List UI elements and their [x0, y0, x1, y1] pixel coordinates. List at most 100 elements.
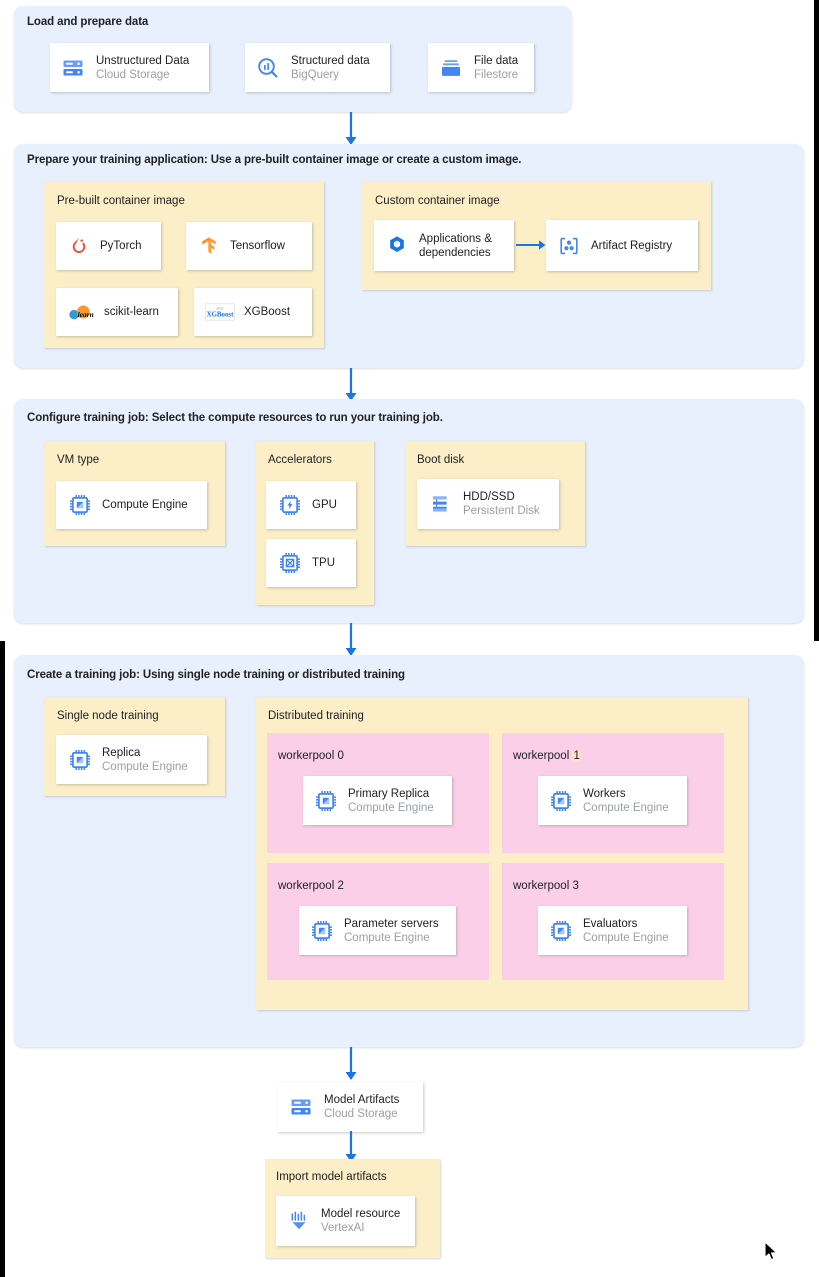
- flow-arrow-5: [345, 1131, 357, 1162]
- card-gpu[interactable]: GPU: [266, 481, 356, 529]
- card-title: Applications & dependencies: [419, 232, 492, 259]
- card-text: GPU: [312, 498, 337, 512]
- card-text: Unstructured Data Cloud Storage: [96, 54, 189, 82]
- card-title: Compute Engine: [102, 499, 188, 511]
- card-text: TPU: [312, 556, 335, 570]
- card-text: Compute Engine: [102, 498, 188, 512]
- bigquery-icon: [256, 56, 280, 80]
- card-subtitle: Compute Engine: [583, 931, 669, 944]
- card-structured-data[interactable]: Structured data BigQuery: [245, 43, 390, 92]
- group-title-distributed: Distributed training: [268, 710, 364, 722]
- pool-title-index-highlighted: 1: [572, 750, 581, 762]
- group-title-import-model-artifacts: Import model artifacts: [276, 1171, 387, 1183]
- card-text: XGBoost: [244, 305, 290, 319]
- card-title: PyTorch: [100, 240, 142, 252]
- card-hdd-ssd[interactable]: HDD/SSD Persistent Disk: [417, 479, 559, 529]
- card-pytorch[interactable]: PyTorch: [56, 222, 161, 270]
- pool-title-index: 2: [337, 880, 344, 892]
- card-title: Artifact Registry: [591, 239, 673, 252]
- card-text: Model resource VertexAI: [321, 1207, 400, 1235]
- scikit-learn-icon: learn: [68, 302, 96, 322]
- group-title-accelerators: Accelerators: [268, 454, 332, 466]
- compute-engine-icon: [68, 493, 92, 517]
- screenshot-edge-artifact-right: [814, 0, 819, 641]
- card-text: Structured data BigQuery: [291, 54, 370, 82]
- card-subtitle: VertexAI: [321, 1222, 365, 1234]
- flow-arrow-2: [345, 368, 357, 401]
- card-text: HDD/SSD Persistent Disk: [463, 490, 540, 518]
- card-scikit-learn[interactable]: learn scikit-learn: [56, 288, 178, 336]
- card-parameter-servers[interactable]: Parameter servers Compute Engine: [299, 906, 470, 969]
- card-title: Workers: [583, 787, 626, 800]
- card-tpu[interactable]: TPU: [266, 539, 356, 587]
- card-title: TPU: [312, 557, 335, 569]
- card-title: File data: [474, 54, 519, 67]
- pool-title-index: 3: [572, 880, 579, 892]
- persistent-disk-icon: [428, 492, 452, 516]
- card-subtitle: Compute Engine: [583, 801, 669, 814]
- card-title: Primary Replica: [348, 787, 430, 800]
- pool-title-prefix: workerpool: [513, 880, 570, 892]
- container-icon: [385, 234, 409, 258]
- card-title: Replica: [102, 746, 141, 759]
- compute-engine-icon: [68, 748, 92, 772]
- card-replica[interactable]: Replica Compute Engine: [56, 735, 207, 784]
- card-tensorflow[interactable]: Tensorflow: [186, 222, 312, 270]
- gpu-icon: [278, 493, 302, 517]
- pytorch-icon: [68, 235, 90, 257]
- compute-engine-icon: [549, 919, 573, 943]
- card-text: Tensorflow: [230, 239, 285, 253]
- card-applications-and-dependencies[interactable]: Applications & dependencies: [374, 220, 514, 271]
- card-primary-replica[interactable]: Primary Replica Compute Engine: [303, 776, 466, 839]
- filestore-icon: [439, 56, 463, 80]
- svg-text:XGBoost: XGBoost: [207, 312, 235, 319]
- pool-title-workerpool-1: workerpool 1: [513, 750, 581, 762]
- card-title: Tensorflow: [230, 240, 285, 252]
- compute-engine-icon: [549, 789, 573, 813]
- card-file-data[interactable]: File data Filestore: [428, 43, 534, 92]
- card-evaluators[interactable]: Evaluators Compute Engine: [538, 906, 701, 969]
- screenshot-edge-artifact-left: [0, 641, 5, 1277]
- card-title: Evaluators: [583, 917, 638, 930]
- stage-title-create: Create a training job: Using single node…: [27, 669, 405, 681]
- pool-title-index: 0: [337, 750, 344, 762]
- card-subtitle: Cloud Storage: [96, 68, 170, 81]
- svg-text:learn: learn: [78, 310, 94, 319]
- card-model-artifacts[interactable]: Model Artifacts Cloud Storage: [277, 1082, 423, 1132]
- pool-title-prefix: workerpool: [278, 750, 335, 762]
- compute-engine-icon: [310, 919, 334, 943]
- flow-arrow-container-to-registry: [516, 240, 546, 250]
- card-compute-engine-vm[interactable]: Compute Engine: [56, 481, 207, 529]
- card-title: Model resource: [321, 1208, 401, 1220]
- card-model-resource[interactable]: Model resource VertexAI: [276, 1196, 415, 1246]
- vertex-ai-icon: [287, 1209, 311, 1233]
- flow-arrow-4: [345, 1047, 357, 1080]
- card-text: scikit-learn: [104, 305, 159, 319]
- card-title: scikit-learn: [104, 306, 159, 318]
- card-workers[interactable]: Workers Compute Engine: [538, 776, 701, 839]
- card-title: Structured data: [291, 54, 370, 67]
- card-subtitle: Compute Engine: [348, 801, 434, 814]
- flow-arrow-1: [345, 112, 357, 145]
- card-xgboost[interactable]: dmlc XGBoost XGBoost: [194, 288, 312, 336]
- flow-arrow-3: [345, 623, 357, 656]
- card-text: Primary Replica Compute Engine: [348, 787, 434, 815]
- card-text: PyTorch: [100, 239, 142, 253]
- stage-title-configure: Configure training job: Select the compu…: [27, 412, 443, 424]
- group-title-vm-type: VM type: [57, 454, 100, 466]
- artifact-registry-icon: [557, 234, 581, 258]
- group-title-boot-disk: Boot disk: [417, 454, 465, 466]
- card-subtitle: Compute Engine: [344, 931, 430, 944]
- group-title-single-node: Single node training: [57, 710, 159, 722]
- card-artifact-registry[interactable]: Artifact Registry: [546, 220, 698, 271]
- card-text: File data Filestore: [474, 54, 518, 82]
- card-text: Model Artifacts Cloud Storage: [324, 1093, 399, 1121]
- cloud-storage-icon: [61, 56, 85, 80]
- compute-engine-icon: [314, 789, 338, 813]
- pool-title-prefix: workerpool: [278, 880, 335, 892]
- card-title: HDD/SSD: [463, 491, 515, 503]
- cloud-storage-icon: [289, 1095, 313, 1119]
- card-unstructured-data[interactable]: Unstructured Data Cloud Storage: [50, 43, 209, 92]
- pool-title-workerpool-2: workerpool 2: [278, 880, 344, 892]
